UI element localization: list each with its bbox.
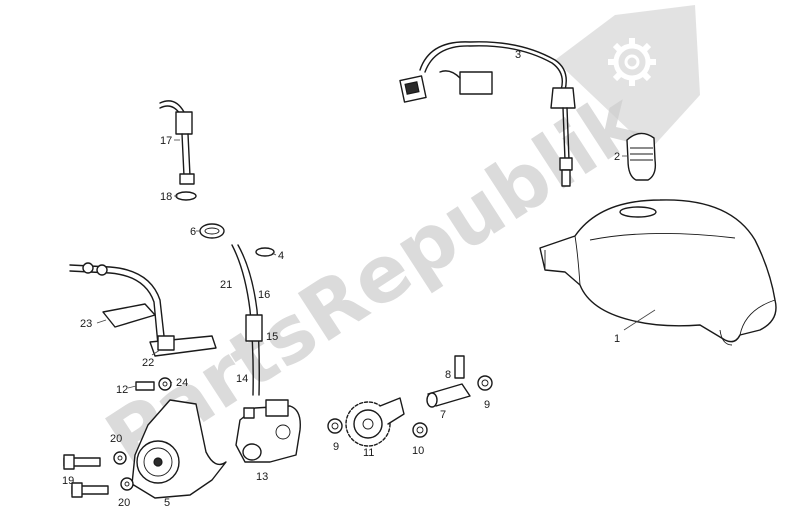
part-8-pin bbox=[454, 355, 465, 379]
callout-7: 7 bbox=[440, 409, 446, 421]
callout-17: 17 bbox=[160, 135, 172, 147]
callout-21: 21 bbox=[220, 279, 232, 291]
part-3-level-sensor-wire bbox=[399, 41, 576, 187]
part-19-bolts bbox=[63, 454, 109, 498]
part-4-clip bbox=[255, 247, 275, 257]
callout-20b: 20 bbox=[118, 497, 130, 509]
part-5-cover bbox=[131, 399, 227, 499]
callout-4: 4 bbox=[278, 250, 284, 262]
gear-icon bbox=[608, 38, 656, 86]
leader-lines bbox=[96, 139, 656, 389]
callout-20a: 20 bbox=[110, 433, 122, 445]
part-6-hose-clamp bbox=[199, 223, 225, 239]
part-24-washer bbox=[158, 377, 172, 391]
callout-13: 13 bbox=[256, 471, 268, 483]
callout-1: 1 bbox=[614, 333, 620, 345]
part-12-screw bbox=[135, 381, 155, 391]
part-18-clip bbox=[175, 191, 197, 201]
callout-2: 2 bbox=[614, 151, 620, 163]
part-20-washers bbox=[113, 451, 134, 491]
callout-18: 18 bbox=[160, 191, 172, 203]
part-13-oil-pump bbox=[235, 399, 301, 463]
callout-9a: 9 bbox=[333, 441, 339, 453]
callout-11: 11 bbox=[363, 447, 374, 459]
callout-9b: 9 bbox=[484, 399, 490, 411]
part-7-shaft bbox=[426, 383, 471, 408]
part-10-washer bbox=[412, 422, 428, 438]
part-22-23-oil-hose-bracket bbox=[69, 262, 217, 357]
part-1-oil-tank bbox=[539, 199, 777, 346]
callout-10: 10 bbox=[412, 445, 424, 457]
callout-labels: 1 2 3 4 5 6 7 8 9 9 10 11 12 13 14 15 16… bbox=[62, 49, 620, 509]
callout-3: 3 bbox=[515, 49, 521, 61]
part-2-filler-cap bbox=[626, 132, 657, 181]
callout-5: 5 bbox=[164, 497, 170, 509]
callout-23: 23 bbox=[80, 318, 92, 330]
callout-22: 22 bbox=[142, 357, 154, 369]
callout-14: 14 bbox=[236, 373, 248, 385]
callout-12: 12 bbox=[116, 384, 128, 396]
callout-6: 6 bbox=[190, 226, 196, 238]
part-11-gear bbox=[345, 397, 405, 447]
part-9-washer-left bbox=[327, 418, 343, 434]
part-17-vent-pipe bbox=[159, 100, 195, 185]
callout-24: 24 bbox=[176, 377, 188, 389]
callout-16: 16 bbox=[258, 289, 270, 301]
callout-19: 19 bbox=[62, 475, 74, 487]
part-9-washer-right bbox=[477, 375, 493, 391]
part-16-oil-pipe bbox=[231, 244, 263, 396]
callout-15: 15 bbox=[266, 331, 278, 343]
callout-8: 8 bbox=[445, 369, 451, 381]
